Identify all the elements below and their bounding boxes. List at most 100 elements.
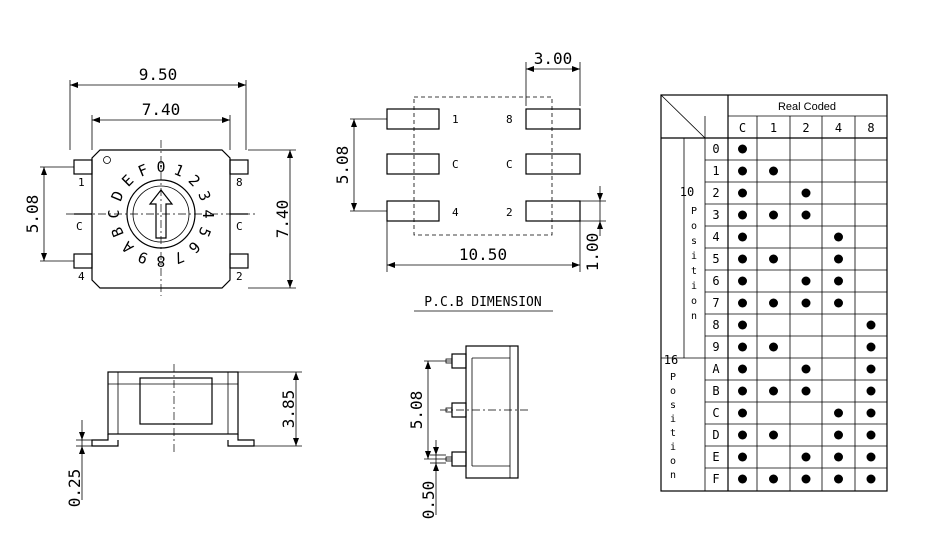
position-label: B <box>712 384 719 398</box>
pin-label-8: 8 <box>236 176 243 189</box>
code-dot <box>738 232 747 242</box>
position-label: C <box>712 406 719 420</box>
code-dot <box>738 144 747 154</box>
terminal-2 <box>229 253 249 269</box>
code-dot <box>769 254 778 264</box>
code-dot <box>738 320 747 330</box>
dim-height: 3.85 <box>279 390 298 429</box>
position-label: 4 <box>712 230 719 244</box>
group-10-letter: P <box>691 206 697 217</box>
code-dot <box>834 474 843 484</box>
dial-mark: 2 <box>185 171 204 190</box>
dim-body-width: 7.40 <box>142 100 181 119</box>
dim-body-height: 7.40 <box>273 200 292 239</box>
code-dot <box>801 386 811 396</box>
pin-label-1: 1 <box>78 176 85 189</box>
group-16-letter: i <box>670 442 676 453</box>
code-dot <box>738 364 747 374</box>
code-dot <box>866 408 876 418</box>
code-dot <box>834 430 843 440</box>
group-16-letter: o <box>670 456 676 467</box>
dial-mark: B <box>108 224 128 239</box>
position-label: 1 <box>712 164 719 178</box>
code-dot <box>769 430 778 440</box>
column-header: C <box>739 121 746 135</box>
pin-label-c-right: C <box>236 220 243 233</box>
column-header: 4 <box>835 121 842 135</box>
group-16-letter: n <box>670 470 676 481</box>
group-10-letter: i <box>691 281 697 292</box>
dim-pin-span: 5.08 <box>23 195 42 234</box>
position-label: 8 <box>712 318 719 332</box>
column-header: 2 <box>802 121 809 135</box>
column-header: 8 <box>867 121 874 135</box>
terminal-1 <box>73 159 93 175</box>
code-dot <box>866 474 876 484</box>
code-dot <box>738 210 747 220</box>
side-lead-top <box>451 353 467 369</box>
dial-mark: 4 <box>199 209 217 218</box>
code-dot <box>738 430 747 440</box>
table-frame <box>660 94 888 492</box>
code-dot <box>834 298 843 308</box>
position-label: 5 <box>712 252 719 266</box>
dial-mark: E <box>118 171 137 190</box>
code-dot <box>738 298 747 308</box>
dim-lead: 0.50 <box>419 481 438 520</box>
pad-label-1: 1 <box>452 113 459 126</box>
code-dot <box>738 452 747 462</box>
pad-label-8: 8 <box>506 113 513 126</box>
dial-mark: 6 <box>185 238 204 257</box>
dial-mark: C <box>105 209 123 218</box>
position-label: F <box>712 472 719 486</box>
code-dot <box>769 342 778 352</box>
position-label: 7 <box>712 296 719 310</box>
code-dot <box>769 210 778 220</box>
dial-mark: 1 <box>171 161 186 181</box>
pcb-caption: P.C.B DIMENSION <box>424 295 541 310</box>
code-dot <box>801 364 811 374</box>
right-lead <box>227 434 255 447</box>
dim-side-pin-span: 5.08 <box>407 391 426 430</box>
dial-mark: 7 <box>171 247 186 267</box>
dial-mark: 3 <box>194 188 214 203</box>
dim-pad-height: 1.00 <box>583 233 602 272</box>
position-label: 2 <box>712 186 719 200</box>
code-dot <box>769 386 778 396</box>
pad-label-c-right: C <box>506 158 513 171</box>
pad-2 <box>525 200 581 222</box>
front-body <box>107 371 239 435</box>
code-dot <box>738 276 747 286</box>
index-dot <box>103 156 111 164</box>
dim-overall-width: 9.50 <box>139 65 178 84</box>
code-dot <box>738 474 747 484</box>
dial-mark: D <box>108 188 128 203</box>
code-dot <box>834 254 843 264</box>
code-dot <box>738 408 747 418</box>
dial-mark: 0 <box>156 158 165 176</box>
side-lead-bottom <box>451 451 467 467</box>
code-dot <box>801 188 811 198</box>
rotary-dial <box>126 179 196 249</box>
group-10-count: 10 <box>680 185 694 199</box>
dial-mark: A <box>118 238 137 257</box>
pad-label-c-left: C <box>452 158 459 171</box>
group-10-letter: s <box>691 236 697 247</box>
code-dot <box>738 342 747 352</box>
terminal-8 <box>229 159 249 175</box>
code-dot <box>769 166 778 176</box>
group-10-letter: t <box>691 266 697 277</box>
front-knob <box>139 377 213 425</box>
pad-c-right <box>525 153 581 175</box>
code-dot <box>738 254 747 264</box>
group-16-letter: i <box>670 414 676 425</box>
code-dot <box>801 474 811 484</box>
pin-label-2: 2 <box>236 270 243 283</box>
group-10-letter: i <box>691 251 697 262</box>
position-label: 9 <box>712 340 719 354</box>
code-dot <box>834 408 843 418</box>
